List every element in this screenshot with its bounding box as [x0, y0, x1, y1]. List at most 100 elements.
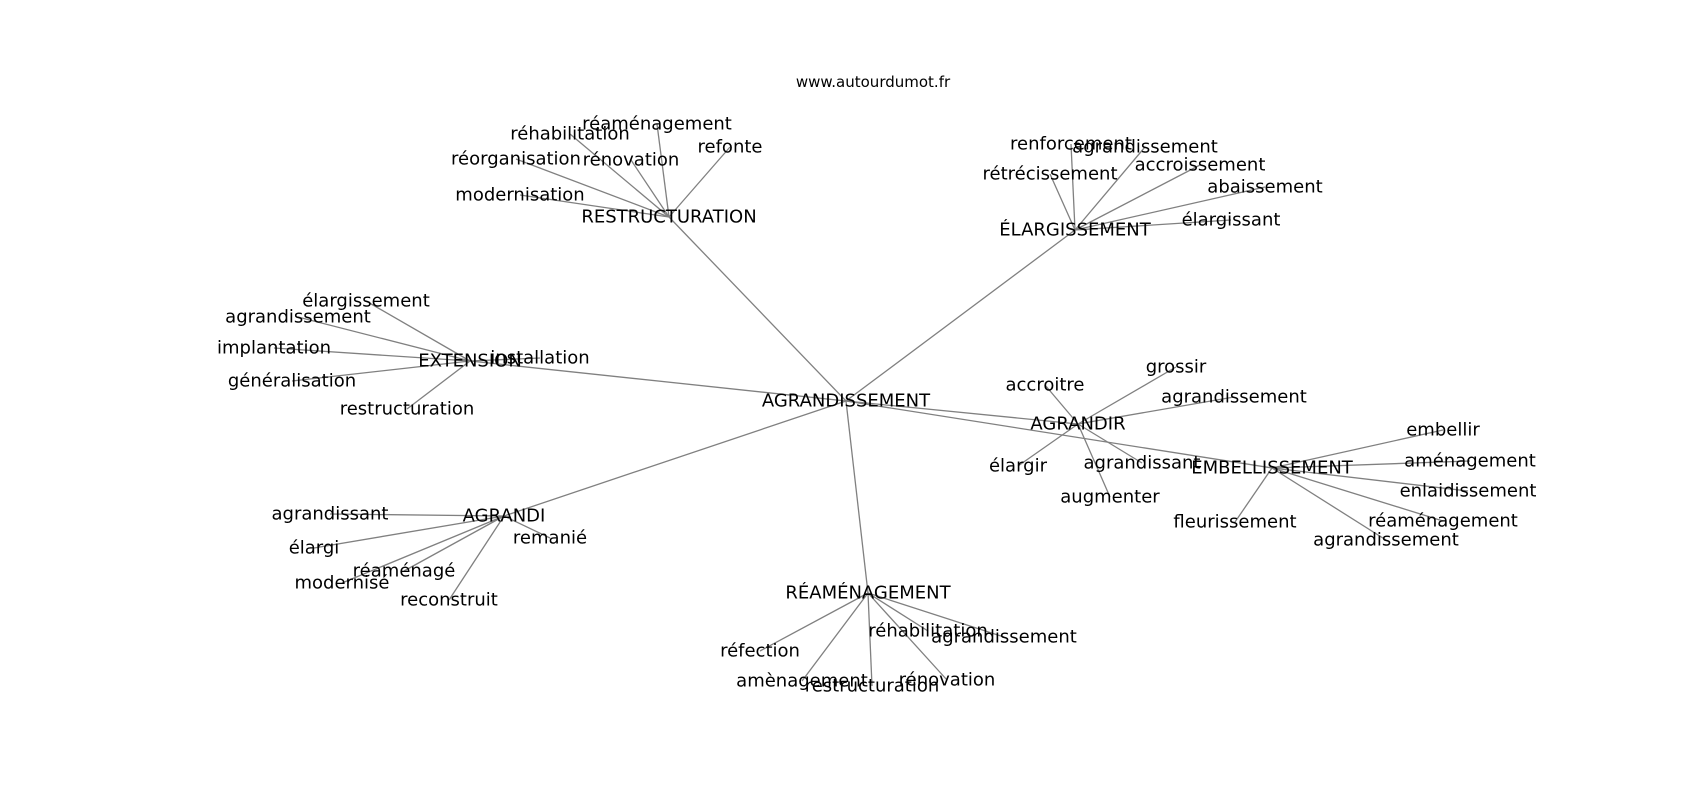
- edge-extension-generalisation: [291, 360, 471, 382]
- edge-agrandir-accroitre: [1044, 384, 1079, 425]
- site-title: www.autourdumot.fr: [796, 73, 951, 91]
- edge-agrandir-agrandissant: [1077, 423, 1143, 464]
- leaf-node-agrandir-grossir[interactable]: grossir: [1146, 357, 1207, 378]
- edge-extension-restructuration: [406, 360, 471, 410]
- edge-agrandi-reconstruit: [448, 515, 505, 601]
- leaf-node-agrandir-augmenter[interactable]: augmenter: [1060, 487, 1160, 508]
- graph-labels: www.autourdumot.fr AGRANDISSEMENT RESTRUC…: [217, 73, 1536, 697]
- leaf-node-restructuration-modernisation[interactable]: modernisation: [455, 185, 584, 206]
- leaf-node-embellissement-agrandissement[interactable]: agrandissement: [1313, 530, 1459, 551]
- edge-agrandi-agrandissant: [329, 513, 505, 517]
- edge-agrandi-modernise: [341, 515, 505, 584]
- leaf-node-reamenagement-refection[interactable]: réfection: [720, 641, 800, 662]
- edge-elargissement-abaissement: [1074, 186, 1266, 231]
- edge-reamenagement-refection: [759, 592, 869, 652]
- edge-root-reamenagement: [845, 400, 869, 594]
- leaf-node-agrandi-elargi[interactable]: élargi: [289, 538, 340, 559]
- edge-agrandi-reamenage: [403, 515, 505, 572]
- leaf-node-embellissement-enlaidissement[interactable]: enlaidissement: [1400, 481, 1537, 502]
- leaf-node-restructuration-renovation[interactable]: rénovation: [583, 150, 680, 171]
- leaf-node-restructuration-reamenagement[interactable]: réaménagement: [582, 114, 732, 135]
- edge-restructuration-renovation: [630, 159, 670, 218]
- edge-root-agrandir: [845, 400, 1079, 425]
- edge-restructuration-rehabilitation: [569, 133, 670, 218]
- edge-embellissement-fleurissement: [1234, 467, 1273, 523]
- edge-elargissement-agrandissement: [1074, 146, 1146, 231]
- edge-agrandi-elargi: [313, 515, 505, 549]
- edge-root-embellissement: [845, 400, 1273, 469]
- edge-extension-agrandissement: [297, 316, 471, 362]
- leaf-node-reamenagement-rehabilitation[interactable]: réhabilitation: [868, 621, 988, 642]
- leaf-node-elargissement-agrandissement[interactable]: agrandissement: [1072, 137, 1218, 158]
- hub-node-elargissement[interactable]: ÉLARGISSEMENT: [999, 219, 1151, 241]
- leaf-node-extension-elargissement[interactable]: élargissement: [302, 291, 430, 312]
- edge-reamenagement-agrandissement: [867, 592, 1005, 638]
- edge-embellissement-amenagement: [1271, 460, 1471, 469]
- leaf-node-agrandi-remanie[interactable]: remanié: [513, 528, 587, 549]
- leaf-node-elargissement-accroissement[interactable]: accroissement: [1135, 155, 1266, 176]
- leaf-node-agrandi-agrandissant[interactable]: agrandissant: [272, 504, 389, 525]
- leaf-node-embellissement-amenagement[interactable]: aménagement: [1404, 451, 1536, 472]
- edge-restructuration-reorganisation: [515, 158, 670, 218]
- hub-node-embellissement[interactable]: EMBELLISSEMENT: [1191, 458, 1354, 479]
- edge-reamenagement-restructuration: [867, 592, 873, 687]
- edge-reamenagement-amenagement: [801, 592, 869, 682]
- edge-reamenagement-renovation: [867, 592, 948, 681]
- edge-agrandir-agrandissement: [1077, 396, 1235, 425]
- leaf-node-embellissement-fleurissement[interactable]: fleurissement: [1173, 512, 1296, 533]
- leaf-node-elargissement-abaissement[interactable]: abaissement: [1207, 177, 1322, 198]
- leaf-node-extension-restructuration[interactable]: restructuration: [340, 399, 475, 420]
- edge-agrandi-remanie: [503, 515, 551, 539]
- edge-embellissement-reamenagement: [1271, 467, 1444, 522]
- edge-extension-installation: [469, 357, 541, 362]
- root-node-agrandissement[interactable]: AGRANDISSEMENT: [762, 391, 931, 412]
- edge-elargissement-accroissement: [1074, 164, 1201, 231]
- leaf-node-agrandi-reconstruit[interactable]: reconstruit: [400, 590, 498, 611]
- leaf-node-restructuration-reorganisation[interactable]: réorganisation: [451, 149, 581, 170]
- edge-agrandir-grossir: [1077, 366, 1177, 425]
- edge-embellissement-enlaidissement: [1271, 467, 1469, 492]
- leaf-node-restructuration-rehabilitation[interactable]: réhabilitation: [510, 124, 630, 145]
- leaf-node-reamenagement-restructuration[interactable]: restructuration: [805, 676, 940, 697]
- leaf-node-elargissement-retrecissement[interactable]: rétrécissement: [982, 164, 1117, 185]
- leaf-node-extension-generalisation[interactable]: généralisation: [228, 371, 356, 392]
- leaf-node-agrandir-elargir[interactable]: élargir: [989, 456, 1048, 477]
- leaf-node-agrandi-reamenage[interactable]: réaménagé: [353, 561, 456, 582]
- edge-elargissement-retrecissement: [1049, 173, 1076, 231]
- edge-root-agrandi: [503, 400, 847, 517]
- leaf-node-embellissement-embellir[interactable]: embellir: [1406, 420, 1480, 441]
- hub-node-reamenagement[interactable]: RÉAMÉNAGEMENT: [785, 582, 951, 604]
- hub-node-agrandir[interactable]: AGRANDIR: [1030, 414, 1125, 435]
- leaf-node-restructuration-refonte[interactable]: refonte: [698, 137, 763, 158]
- edge-restructuration-refonte: [668, 146, 731, 218]
- leaf-node-reamenagement-agrandissement[interactable]: agrandissement: [931, 627, 1077, 648]
- edge-elargissement-renforcement: [1070, 143, 1076, 231]
- leaf-node-agrandi-modernise[interactable]: modernisé: [295, 573, 390, 594]
- leaf-node-agrandir-agrandissant[interactable]: agrandissant: [1084, 453, 1201, 474]
- edge-elargissement-elargissant: [1074, 219, 1232, 231]
- hub-node-agrandi[interactable]: AGRANDI: [463, 506, 546, 527]
- leaf-node-agrandir-agrandissement[interactable]: agrandissement: [1161, 387, 1307, 408]
- hub-node-restructuration[interactable]: RESTRUCTURATION: [581, 207, 756, 228]
- edge-agrandir-augmenter: [1077, 423, 1111, 498]
- edge-reamenagement-rehabilitation: [867, 592, 929, 632]
- leaf-node-elargissement-elargissant[interactable]: élargissant: [1182, 210, 1281, 231]
- edge-agrandir-elargir: [1017, 423, 1079, 467]
- edge-restructuration-reamenagement: [656, 123, 670, 218]
- edge-root-restructuration: [668, 216, 847, 402]
- leaf-node-extension-installation[interactable]: installation: [490, 348, 589, 369]
- hub-node-extension[interactable]: EXTENSION: [418, 351, 522, 372]
- edge-embellissement-embellir: [1271, 429, 1444, 469]
- leaf-node-agrandir-accroitre[interactable]: accroitre: [1006, 375, 1085, 396]
- edge-extension-elargissement: [365, 300, 471, 362]
- leaf-node-reamenagement-renovation[interactable]: rénovation: [899, 670, 996, 691]
- leaf-node-elargissement-renforcement[interactable]: renforcement: [1010, 134, 1132, 155]
- leaf-node-reamenagement-amenagement[interactable]: amènagement: [736, 671, 868, 692]
- graph-edges: [273, 123, 1471, 687]
- edge-root-elargissement: [845, 229, 1076, 402]
- leaf-node-extension-agrandissement[interactable]: agrandissement: [225, 307, 371, 328]
- edge-embellissement-agrandissement: [1271, 467, 1387, 541]
- leaf-node-extension-implantation[interactable]: implantation: [217, 338, 331, 359]
- leaf-node-embellissement-reamenagement[interactable]: réaménagement: [1368, 511, 1518, 532]
